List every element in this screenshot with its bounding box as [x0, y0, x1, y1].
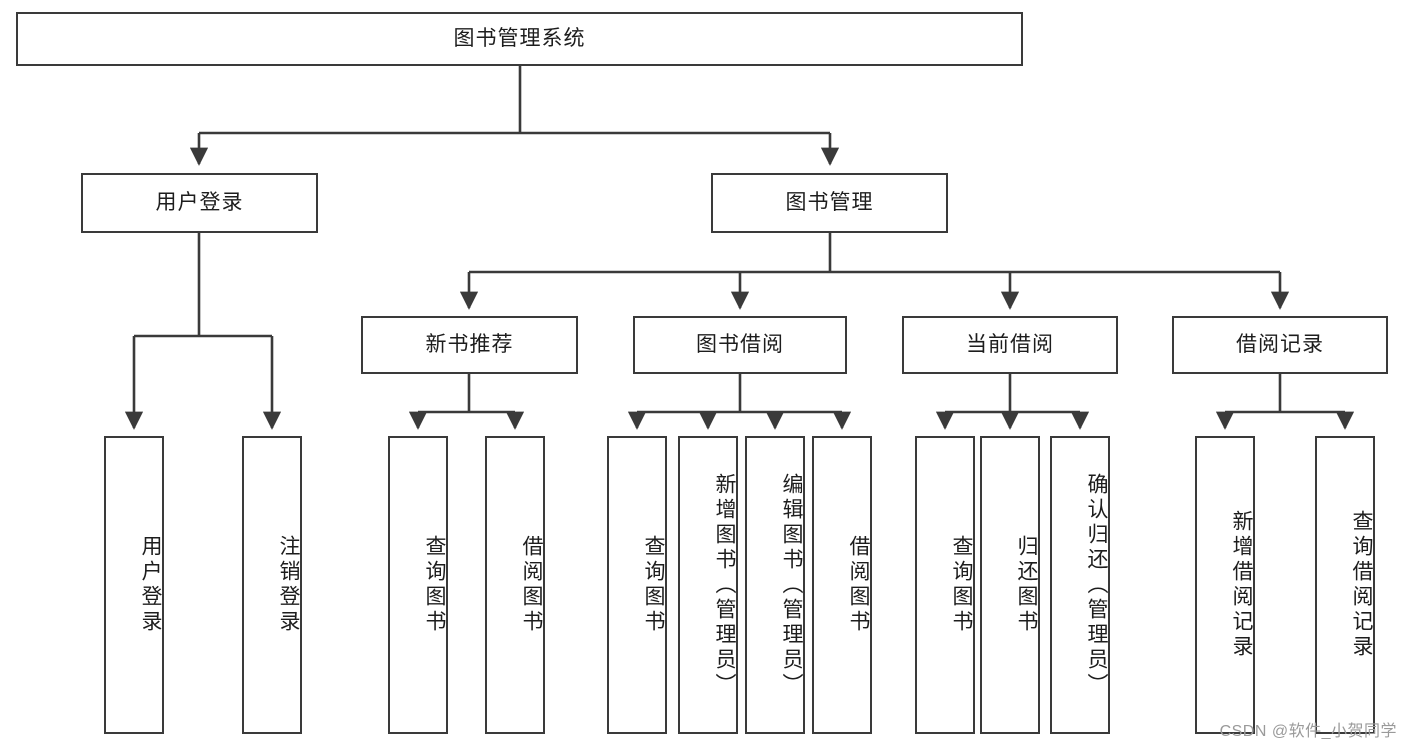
watermark-text: CSDN @软件_小贺同学	[1219, 723, 1397, 740]
node-leaf-user-logout[interactable]: 注销登录	[242, 436, 302, 734]
node-borrow-record-label: 借阅记录	[1236, 333, 1324, 357]
node-leaf-return-book[interactable]: 归还图书	[980, 436, 1040, 734]
node-leaf-query-book-2[interactable]: 查询图书	[607, 436, 667, 734]
node-leaf-query-book-3[interactable]: 查询图书	[915, 436, 975, 734]
node-borrow-record[interactable]: 借阅记录	[1172, 316, 1388, 374]
node-new-book-recommend-label: 新书推荐	[425, 333, 514, 357]
node-leaf-user-login-label: 用户登录	[139, 535, 162, 635]
node-leaf-add-record[interactable]: 新增借阅记录	[1195, 436, 1255, 734]
node-user-login[interactable]: 用户登录	[81, 173, 318, 233]
node-leaf-borrow-book-2-label: 借阅图书	[847, 535, 870, 635]
node-leaf-query-book-3-label: 查询图书	[950, 535, 973, 635]
node-leaf-edit-book-label: 编辑图书（管理员）	[780, 472, 803, 698]
node-leaf-user-logout-label: 注销登录	[277, 535, 300, 635]
node-root-label: 图书管理系统	[453, 27, 586, 51]
node-leaf-query-book-2-label: 查询图书	[642, 535, 665, 635]
node-leaf-edit-book[interactable]: 编辑图书（管理员）	[745, 436, 805, 734]
node-leaf-return-book-label: 归还图书	[1015, 535, 1038, 635]
node-root[interactable]: 图书管理系统	[16, 12, 1023, 66]
node-book-manage[interactable]: 图书管理	[711, 173, 948, 233]
node-book-borrow-label: 图书借阅	[696, 333, 784, 357]
node-leaf-borrow-book-2[interactable]: 借阅图书	[812, 436, 872, 734]
node-leaf-add-book[interactable]: 新增图书（管理员）	[678, 436, 738, 734]
node-leaf-query-record-label: 查询借阅记录	[1350, 510, 1373, 660]
node-leaf-query-record[interactable]: 查询借阅记录	[1315, 436, 1375, 734]
node-user-login-label: 用户登录	[155, 191, 244, 215]
node-leaf-add-record-label: 新增借阅记录	[1230, 510, 1253, 660]
node-book-borrow[interactable]: 图书借阅	[633, 316, 847, 374]
node-leaf-confirm-return[interactable]: 确认归还（管理员）	[1050, 436, 1110, 734]
node-leaf-confirm-return-label: 确认归还（管理员）	[1085, 472, 1108, 698]
node-leaf-query-book-1-label: 查询图书	[423, 535, 446, 635]
node-book-manage-label: 图书管理	[785, 191, 874, 215]
node-leaf-add-book-label: 新增图书（管理员）	[713, 472, 736, 698]
node-current-borrow[interactable]: 当前借阅	[902, 316, 1118, 374]
node-current-borrow-label: 当前借阅	[966, 333, 1054, 357]
node-leaf-borrow-book-1[interactable]: 借阅图书	[485, 436, 545, 734]
node-leaf-query-book-1[interactable]: 查询图书	[388, 436, 448, 734]
node-new-book-recommend[interactable]: 新书推荐	[361, 316, 578, 374]
node-leaf-user-login[interactable]: 用户登录	[104, 436, 164, 734]
node-leaf-borrow-book-1-label: 借阅图书	[520, 535, 543, 635]
